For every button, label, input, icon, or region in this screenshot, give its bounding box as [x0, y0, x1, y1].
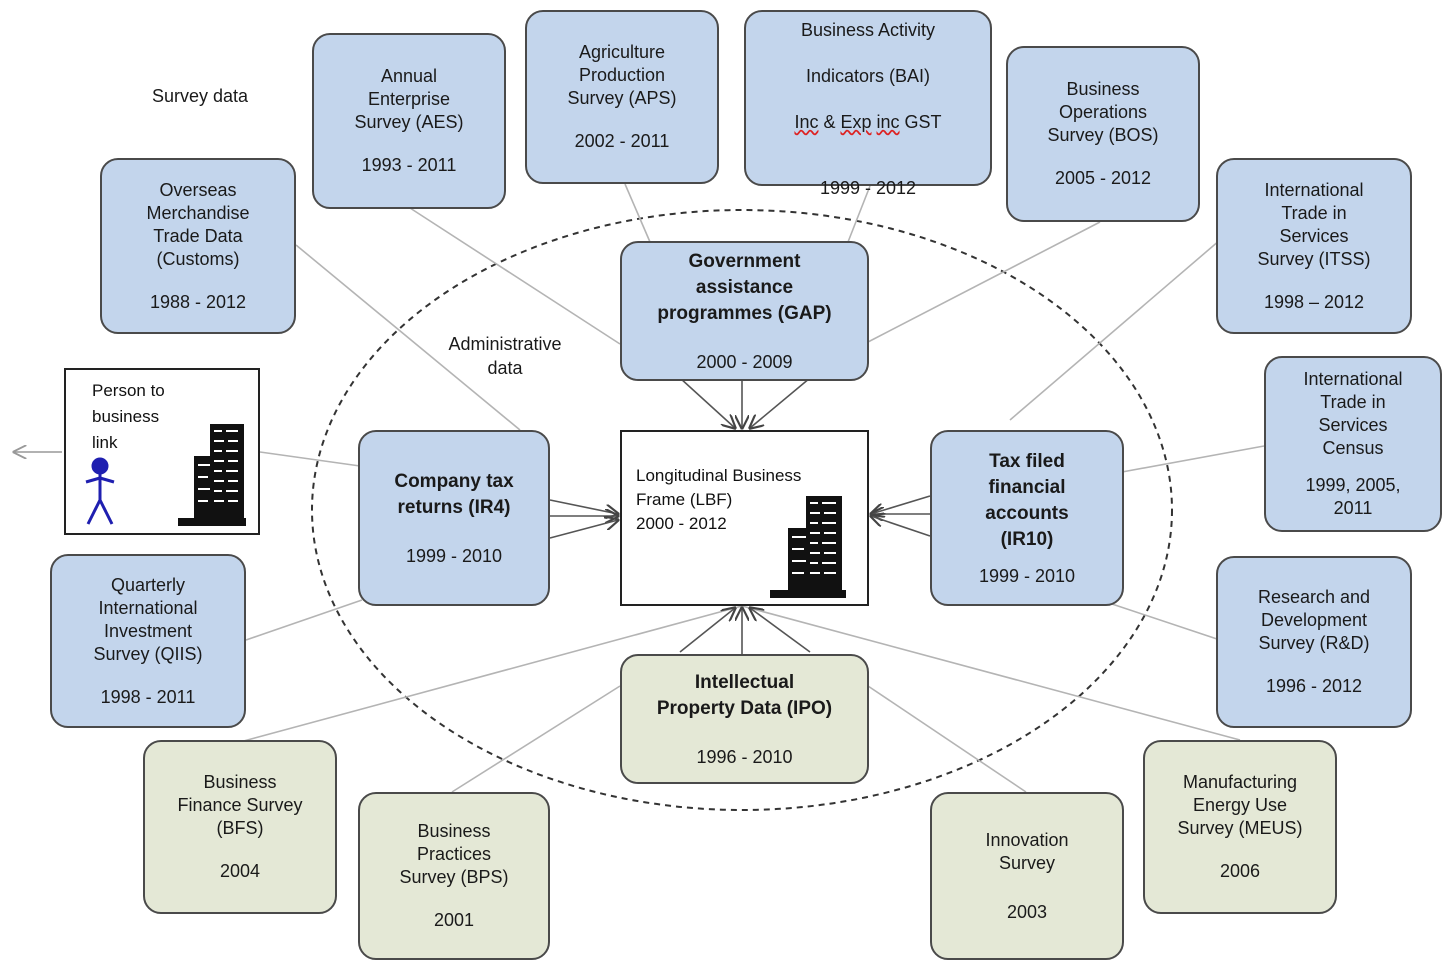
itsc-box: International Trade in Services Census 1… [1264, 356, 1442, 532]
bai-inc: Inc [794, 112, 819, 132]
meus-name: Manufacturing Energy Use Survey (MEUS) [1177, 772, 1303, 838]
ir10-name: Tax filed financial accounts (IR10) [985, 450, 1069, 550]
line-bai [847, 185, 871, 243]
aps-name: Agriculture Production Survey (APS) [567, 42, 677, 108]
building-icon [178, 424, 246, 526]
aes-name: Annual Enterprise Survey (AES) [354, 66, 464, 132]
bfs-name: Business Finance Survey (BFS) [177, 772, 303, 838]
customs-name: Overseas Merchandise Trade Data (Customs… [146, 179, 250, 269]
line-itsc [1121, 445, 1265, 473]
rd-years: 1996 - 2012 [1265, 676, 1363, 696]
bps-box: Business Practices Survey (BPS) 2001 [358, 792, 550, 960]
ir10-box: Tax filed financial accounts (IR10) 1999… [930, 430, 1124, 606]
bai-years: 1999 - 2012 [819, 178, 917, 198]
itss-name: International Trade in Services Survey (… [1257, 179, 1371, 269]
itss-years: 1998 – 2012 [1263, 291, 1365, 312]
bai-name-line2: Indicators (BAI) [805, 66, 931, 86]
lbf-title: Longitudinal Business Frame (LBF) 2000 -… [636, 466, 802, 533]
bps-years: 2001 [433, 910, 475, 930]
rd-name: Research and Development Survey (R&D) [1257, 587, 1371, 653]
bai-gst: GST [899, 112, 942, 132]
ir4-name: Company tax returns (IR4) [394, 470, 514, 518]
line-customs [295, 244, 521, 431]
aes-box: Annual Enterprise Survey (AES) 1993 - 20… [312, 33, 506, 209]
arrow-ipo-3 [750, 608, 811, 653]
line-meus [741, 605, 1241, 741]
arrow-ir10-3 [871, 516, 931, 537]
bps-name: Business Practices Survey (BPS) [399, 821, 509, 887]
bai-name-line1: Business Activity [800, 20, 936, 40]
arrow-ir10-1 [871, 495, 931, 514]
itsc-name: International Trade in Services Census [1303, 369, 1403, 458]
line-qiis [245, 599, 363, 641]
line-innovation [867, 685, 1027, 793]
person-to-business-link: Person to business link [64, 368, 260, 535]
ipo-name: Intellectual Property Data (IPO) [656, 671, 833, 719]
ipo-years: 1996 - 2010 [696, 746, 793, 767]
gap-box: Government assistance programmes (GAP) 2… [620, 241, 869, 381]
bos-years: 2005 - 2012 [1054, 168, 1152, 188]
customs-years: 1988 - 2012 [149, 291, 247, 312]
ir4-years: 1999 - 2010 [405, 545, 503, 566]
itsc-years: 1999, 2005, 2011 [1305, 475, 1401, 518]
qiis-name: Quarterly International Investment Surve… [93, 574, 203, 664]
gap-name: Government assistance programmes (GAP) [657, 250, 832, 324]
bai-name-line3: Inc & Exp inc GST [794, 111, 941, 134]
gap-years: 2000 - 2009 [696, 351, 793, 372]
ipo-box: Intellectual Property Data (IPO) 1996 - … [620, 654, 869, 784]
longitudinal-business-frame: Longitudinal Business Frame (LBF) 2000 -… [620, 430, 869, 606]
itss-box: International Trade in Services Survey (… [1216, 158, 1412, 334]
line-rd [1105, 601, 1221, 641]
bai-exp: Exp [840, 112, 872, 132]
aes-years: 1993 - 2011 [361, 155, 457, 175]
arrow-ir4-3 [549, 520, 618, 539]
line-bos [867, 221, 1101, 343]
bai-box: Business Activity Indicators (BAI) Inc &… [744, 10, 992, 198]
ir4-box: Company tax returns (IR4) 1999 - 2010 [358, 430, 550, 606]
survey-data-label: Survey data [152, 86, 249, 106]
innovation-box: Innovation Survey 2003 [930, 792, 1124, 960]
line-aes [409, 207, 621, 345]
bos-name: Business Operations Survey (BOS) [1047, 79, 1159, 145]
innovation-years: 2003 [1006, 901, 1048, 922]
line-bfs [239, 605, 743, 743]
aps-box: Agriculture Production Survey (APS) 2002… [525, 10, 719, 184]
bai-name: Business Activity Indicators (BAI) Inc &… [794, 0, 941, 157]
customs-box: Overseas Merchandise Trade Data (Customs… [100, 158, 296, 334]
ir10-years: 1999 - 2010 [978, 565, 1076, 586]
administrative-data-label: Administrative data [448, 334, 562, 378]
meus-box: Manufacturing Energy Use Survey (MEUS) 2… [1143, 740, 1337, 914]
person-link-label: Person to business link [92, 381, 165, 452]
bfs-box: Business Finance Survey (BFS) 2004 [143, 740, 337, 914]
arrow-ir4-1 [549, 499, 618, 514]
arrow-gap-1 [679, 377, 735, 428]
bai-amp: & [818, 112, 841, 132]
administrative-data-boundary [311, 209, 1173, 811]
innovation-name: Innovation Survey [985, 829, 1069, 873]
aps-years: 2002 - 2011 [574, 131, 670, 151]
arrow-gap-3 [750, 377, 811, 428]
bai-inc-gst: inc [876, 112, 900, 132]
arrow-ipo-2 [679, 608, 735, 653]
building-icon [770, 496, 846, 598]
bfs-years: 2004 [219, 861, 261, 881]
person-icon [85, 457, 115, 525]
qiis-box: Quarterly International Investment Surve… [50, 554, 246, 728]
line-aps [624, 183, 651, 243]
line-itss [1009, 239, 1221, 421]
bos-box: Business Operations Survey (BOS) 2005 - … [1006, 46, 1200, 222]
qiis-years: 1998 - 2011 [100, 686, 196, 707]
rd-box: Research and Development Survey (R&D) 19… [1216, 556, 1412, 728]
line-person [259, 451, 361, 467]
line-bps [451, 685, 621, 793]
meus-years: 2006 [1219, 861, 1261, 881]
